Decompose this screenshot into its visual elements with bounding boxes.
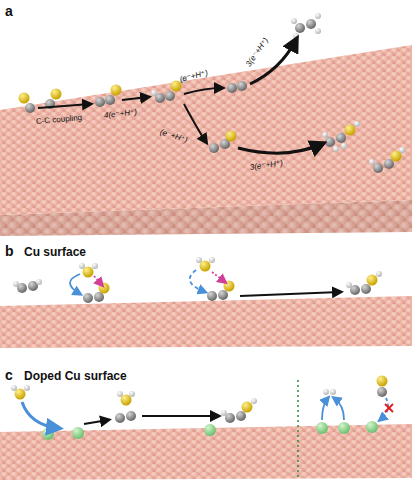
panel-title: Doped Cu surface [24,370,127,382]
panel-title: Cu surface [24,246,86,258]
panel-letter: c [5,368,13,382]
panel-letter: a [5,4,13,18]
step-label: 3(e⁻+H⁺) [245,37,271,69]
panel-letter: b [5,244,14,258]
